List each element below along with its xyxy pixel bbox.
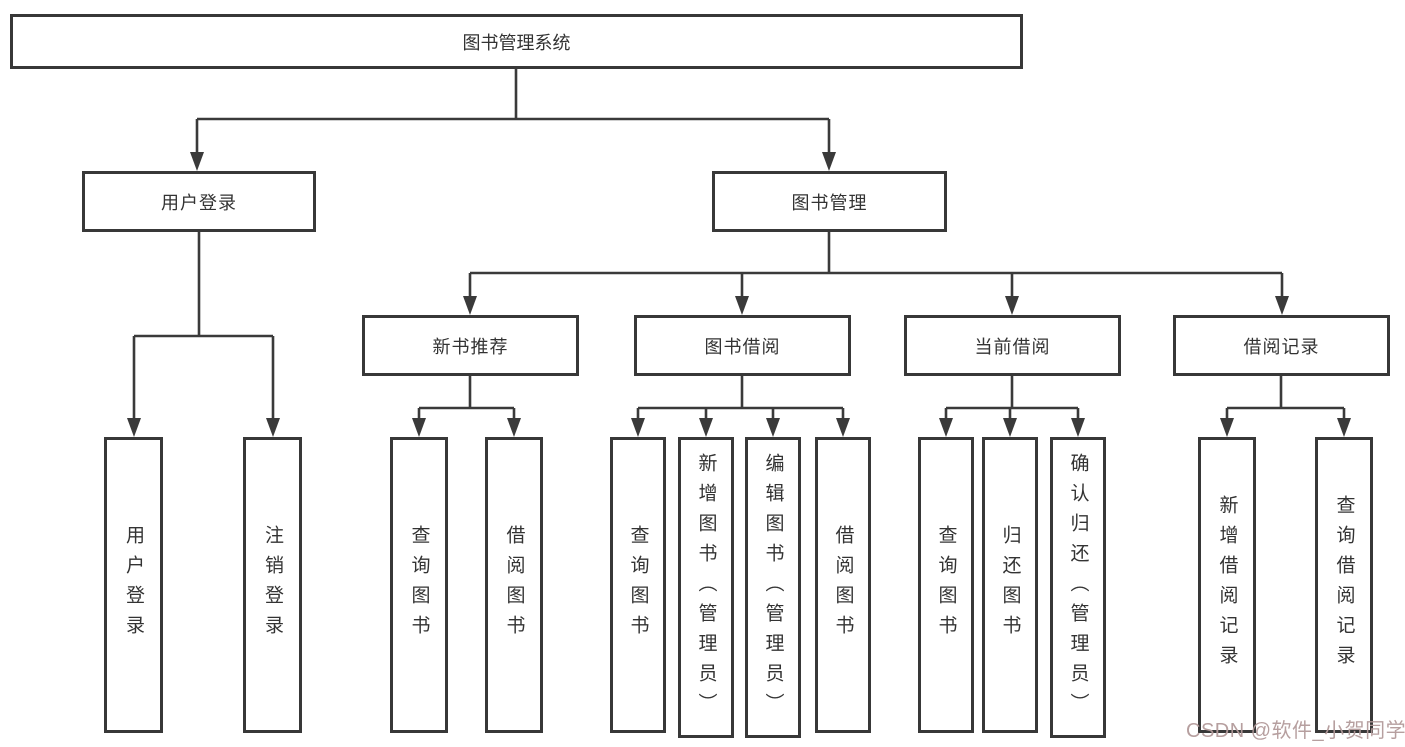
leaf-record-add: 新增借阅记录 [1198, 437, 1256, 733]
leaf-borrow-edit-admin-label: 编辑图书（管理员） [762, 452, 784, 723]
leaf-borrow-edit-admin: 编辑图书（管理员） [745, 437, 801, 738]
node-book-borrow: 图书借阅 [634, 315, 851, 376]
leaf-user-login: 用户登录 [104, 437, 163, 733]
arrowheads [127, 152, 1351, 437]
leaf-current-confirm-admin: 确认归还（管理员） [1050, 437, 1106, 738]
leaf-current-search-label: 查询图书 [935, 525, 957, 645]
leaf-current-confirm-admin-label: 确认归还（管理员） [1067, 452, 1089, 723]
leaf-newbook-borrow: 借阅图书 [485, 437, 543, 733]
leaf-borrow-search: 查询图书 [610, 437, 666, 733]
csdn-watermark: CSDN @软件_小贺同学 [1186, 720, 1405, 742]
node-book-management-label: 图书管理 [791, 192, 868, 213]
leaf-borrow-add-admin-label: 新增图书（管理员） [695, 452, 717, 723]
node-current-borrow-label: 当前借阅 [974, 336, 1051, 357]
node-borrow-records-label: 借阅记录 [1243, 336, 1320, 357]
node-new-book-recommend: 新书推荐 [362, 315, 579, 376]
leaf-current-search: 查询图书 [918, 437, 974, 733]
leaf-logout: 注销登录 [243, 437, 302, 733]
leaf-newbook-search: 查询图书 [390, 437, 448, 733]
leaf-record-search: 查询借阅记录 [1315, 437, 1373, 733]
leaf-current-return-label: 归还图书 [999, 525, 1021, 645]
node-new-book-recommend-label: 新书推荐 [432, 336, 509, 357]
leaf-record-search-label: 查询借阅记录 [1333, 495, 1355, 675]
node-borrow-records: 借阅记录 [1173, 315, 1390, 376]
leaf-logout-label: 注销登录 [262, 525, 283, 645]
leaf-current-return: 归还图书 [982, 437, 1038, 733]
leaf-borrow-borrow: 借阅图书 [815, 437, 871, 733]
leaf-borrow-search-label: 查询图书 [627, 525, 649, 645]
node-root-system: 图书管理系统 [10, 14, 1023, 69]
node-user-login: 用户登录 [82, 171, 316, 232]
node-current-borrow: 当前借阅 [904, 315, 1121, 376]
node-user-login-label: 用户登录 [161, 192, 237, 213]
leaf-borrow-borrow-label: 借阅图书 [832, 525, 854, 645]
leaf-borrow-add-admin: 新增图书（管理员） [678, 437, 734, 738]
leaf-user-login-label: 用户登录 [123, 525, 144, 645]
leaf-newbook-search-label: 查询图书 [408, 525, 430, 645]
leaf-newbook-borrow-label: 借阅图书 [503, 525, 525, 645]
node-book-borrow-label: 图书借阅 [704, 336, 781, 357]
node-book-management: 图书管理 [712, 171, 947, 232]
node-root-label: 图书管理系统 [462, 32, 571, 53]
leaf-record-add-label: 新增借阅记录 [1216, 495, 1238, 675]
